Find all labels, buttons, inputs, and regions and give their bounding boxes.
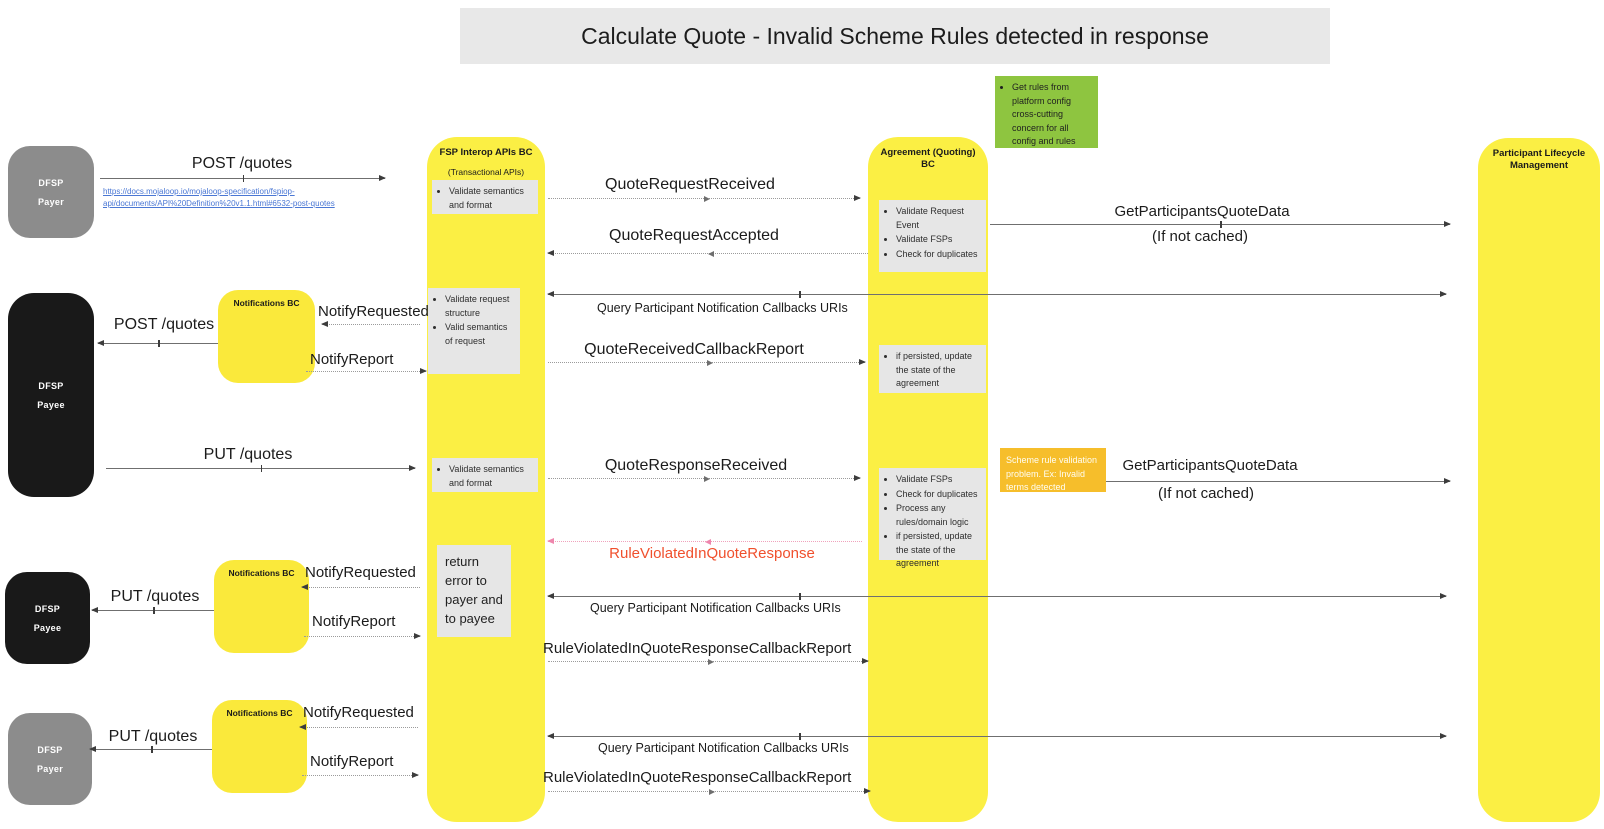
notifications-bc-label: Notifications BC (226, 708, 293, 718)
label-notify-report-2: NotifyReport (312, 613, 396, 630)
arrow-notify-report-3 (302, 772, 419, 778)
arrow-notify-requested-2 (301, 584, 420, 590)
label-get-participants-2: GetParticipantsQuoteData (1122, 457, 1298, 474)
arrow-get-participants-2 (1106, 478, 1451, 484)
note-validate-semantics-1: Validate semantics and format (432, 180, 538, 214)
label-quote-request-received: QuoteRequestReceived (605, 176, 775, 193)
label-notify-requested-2: NotifyRequested (305, 564, 416, 581)
label-quote-response-received: QuoteResponseReceived (604, 457, 788, 474)
label-rule-violated-callback-report-1: RuleViolatedInQuoteResponseCallbackRepor… (543, 640, 852, 657)
notifications-bc-box-2: Notifications BC (214, 560, 309, 653)
actor-dfsp-payee-main: DFSP Payee (8, 293, 94, 497)
label-rule-violated-callback-report-2: RuleViolatedInQuoteResponseCallbackRepor… (543, 769, 852, 786)
arrow-quote-response-received (548, 475, 861, 482)
note-validate-request-structure: Validate request structureValid semantic… (428, 288, 520, 374)
label-post-quotes-1: POST /quotes (191, 155, 293, 172)
label-query-callbacks-3: Query Participant Notification Callbacks… (598, 741, 849, 755)
note-validate-semantics-2: Validate semantics and format (432, 458, 538, 492)
arrow-post-quotes-1 (100, 175, 386, 182)
arrow-query-callbacks-1 (547, 291, 1447, 298)
label-notify-requested-1: NotifyRequested (318, 303, 429, 320)
lane-participant-lifecycle: Participant Lifecycle Management (1478, 138, 1600, 822)
notifications-bc-box-1: Notifications BC (218, 290, 315, 383)
note-get-rules-platform-config: Get rules from platform config cross-cut… (995, 76, 1098, 148)
arrow-rule-violated-callback-report-2 (548, 788, 871, 795)
label-query-callbacks-1: Query Participant Notification Callbacks… (597, 301, 848, 315)
actor-dfsp-payee-small: DFSP Payee (5, 572, 90, 664)
arrow-quote-request-accepted (547, 250, 868, 257)
arrow-quote-received-callback-report (548, 359, 866, 366)
arrow-rule-violated-callback-report-1 (548, 658, 869, 665)
label-rule-violated: RuleViolatedInQuoteResponse (609, 545, 815, 562)
arrow-put-quotes-2 (91, 607, 214, 614)
arrow-query-callbacks-3 (547, 733, 1447, 740)
note-return-error: return error to payer and to payee (437, 545, 511, 637)
actor-dfsp-payer-bottom: DFSP Payer (8, 713, 92, 805)
label-put-quotes-1: PUT /quotes (203, 446, 293, 463)
notifications-bc-label: Notifications BC (233, 298, 300, 308)
arrow-notify-requested-3 (299, 724, 418, 730)
notifications-bc-box-3: Notifications BC (212, 700, 307, 793)
note-agreement-persist: if persisted, update the state of the ag… (879, 345, 986, 393)
note-agreement-validate-request: Validate Request EventValidate FSPsCheck… (879, 200, 986, 272)
lane-fsp-interop-title: FSP Interop APIs BC (439, 147, 533, 158)
actor-label: DFSP (37, 744, 63, 755)
label-post-quotes-2: POST /quotes (113, 316, 215, 333)
label-notify-report-3: NotifyReport (310, 753, 394, 770)
label-put-quotes-2: PUT /quotes (110, 588, 200, 605)
label-put-quotes-3: PUT /quotes (108, 728, 198, 745)
lane-fsp-interop-subtitle: (Transactional APIs) (447, 167, 525, 178)
label-if-not-cached-1: (If not cached) (1152, 228, 1248, 245)
arrow-rule-violated (547, 538, 862, 545)
notifications-bc-label: Notifications BC (228, 568, 295, 578)
label-notify-requested-3: NotifyRequested (303, 704, 414, 721)
actor-label: Payee (37, 399, 65, 410)
arrow-notify-report-1 (306, 368, 427, 374)
arrow-quote-request-received (548, 195, 861, 202)
actor-label: Payer (37, 196, 65, 207)
arrow-put-quotes-3 (89, 746, 212, 753)
actor-dfsp-payer-top: DFSP Payer (8, 146, 94, 238)
label-quote-received-callback-report: QuoteReceivedCallbackReport (584, 341, 804, 358)
label-notify-report-1: NotifyReport (310, 351, 394, 368)
label-get-participants-1: GetParticipantsQuoteData (1114, 203, 1290, 220)
note-scheme-rule-validation-problem: Scheme rule validation problem. Ex: Inva… (1000, 448, 1106, 492)
note-agreement-validate-response: Validate FSPsCheck for duplicatesProcess… (879, 468, 986, 568)
lane-agreement-title: Agreement (Quoting) BC (880, 147, 976, 171)
actor-label: DFSP (38, 380, 64, 391)
label-if-not-cached-2: (If not cached) (1158, 485, 1254, 502)
arrow-notify-requested-1 (321, 321, 420, 327)
arrow-notify-report-2 (304, 633, 421, 639)
arrow-put-quotes-1 (106, 465, 416, 472)
actor-label: DFSP (34, 603, 61, 614)
arrow-post-quotes-2 (97, 340, 218, 347)
diagram-title: Calculate Quote - Invalid Scheme Rules d… (460, 8, 1330, 64)
lane-participant-lifecycle-title: Participant Lifecycle Management (1492, 148, 1586, 172)
actor-label: DFSP (38, 177, 64, 188)
label-quote-request-accepted: QuoteRequestAccepted (609, 227, 779, 244)
label-query-callbacks-2: Query Participant Notification Callbacks… (590, 601, 841, 615)
spec-link[interactable]: https://docs.mojaloop.io/mojaloop-specif… (103, 187, 335, 208)
arrow-get-participants-1 (990, 221, 1451, 228)
actor-label: Payer (36, 763, 64, 774)
actor-label: Payee (33, 622, 62, 633)
arrow-query-callbacks-2 (547, 593, 1447, 600)
